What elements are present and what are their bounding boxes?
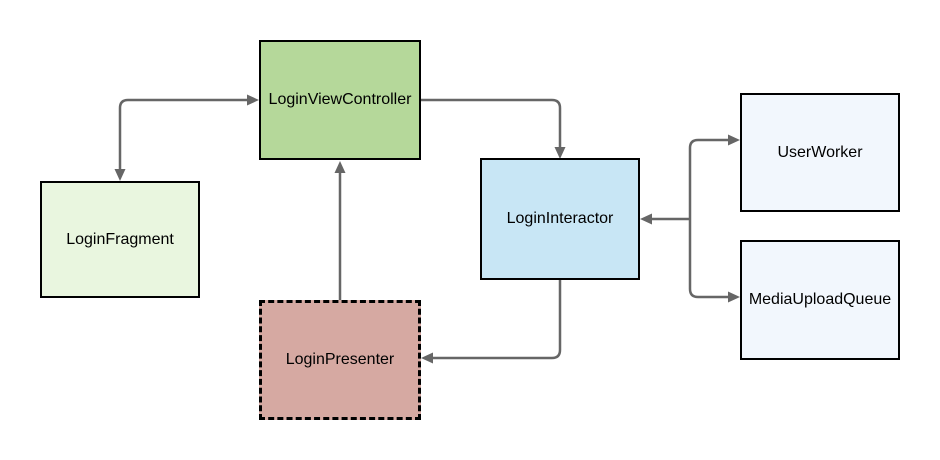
node-login-view-controller: LoginViewController bbox=[259, 40, 421, 160]
edge-viewcontroller-fragment bbox=[118, 98, 248, 170]
arrowhead-into-fragment-top-icon bbox=[114, 169, 126, 181]
edge-interactor-presenter bbox=[433, 280, 562, 360]
node-media-upload-queue: MediaUploadQueue bbox=[740, 240, 900, 360]
node-login-presenter: LoginPresenter bbox=[259, 300, 421, 420]
node-login-presenter-label: LoginPresenter bbox=[285, 351, 395, 369]
node-login-fragment-label: LoginFragment bbox=[66, 230, 174, 248]
arrowhead-into-presenter-right-icon bbox=[421, 352, 433, 364]
edge-viewcontroller-interactor bbox=[421, 98, 562, 147]
node-login-view-controller-label: LoginViewController bbox=[268, 91, 412, 109]
arrowhead-into-interactor-right-icon bbox=[640, 213, 652, 225]
arrowhead-into-mediaqueue-left-icon bbox=[728, 291, 740, 303]
node-user-worker-label: UserWorker bbox=[777, 143, 863, 161]
arrowhead-into-userworker-left-icon bbox=[728, 134, 740, 146]
arrowhead-into-viewcontroller-left-icon bbox=[247, 94, 259, 106]
arrowhead-into-viewcontroller-bottom-icon bbox=[334, 161, 346, 173]
arrowheads bbox=[114, 94, 740, 364]
arrowhead-into-interactor-top-icon bbox=[554, 147, 566, 159]
node-login-interactor: LoginInteractor bbox=[480, 158, 640, 280]
node-media-upload-queue-label: MediaUploadQueue bbox=[748, 291, 892, 309]
node-login-interactor-label: LoginInteractor bbox=[506, 210, 614, 228]
node-user-worker: UserWorker bbox=[740, 93, 900, 212]
edge-interactor-workers-fork bbox=[652, 138, 728, 299]
node-login-fragment: LoginFragment bbox=[40, 181, 200, 298]
